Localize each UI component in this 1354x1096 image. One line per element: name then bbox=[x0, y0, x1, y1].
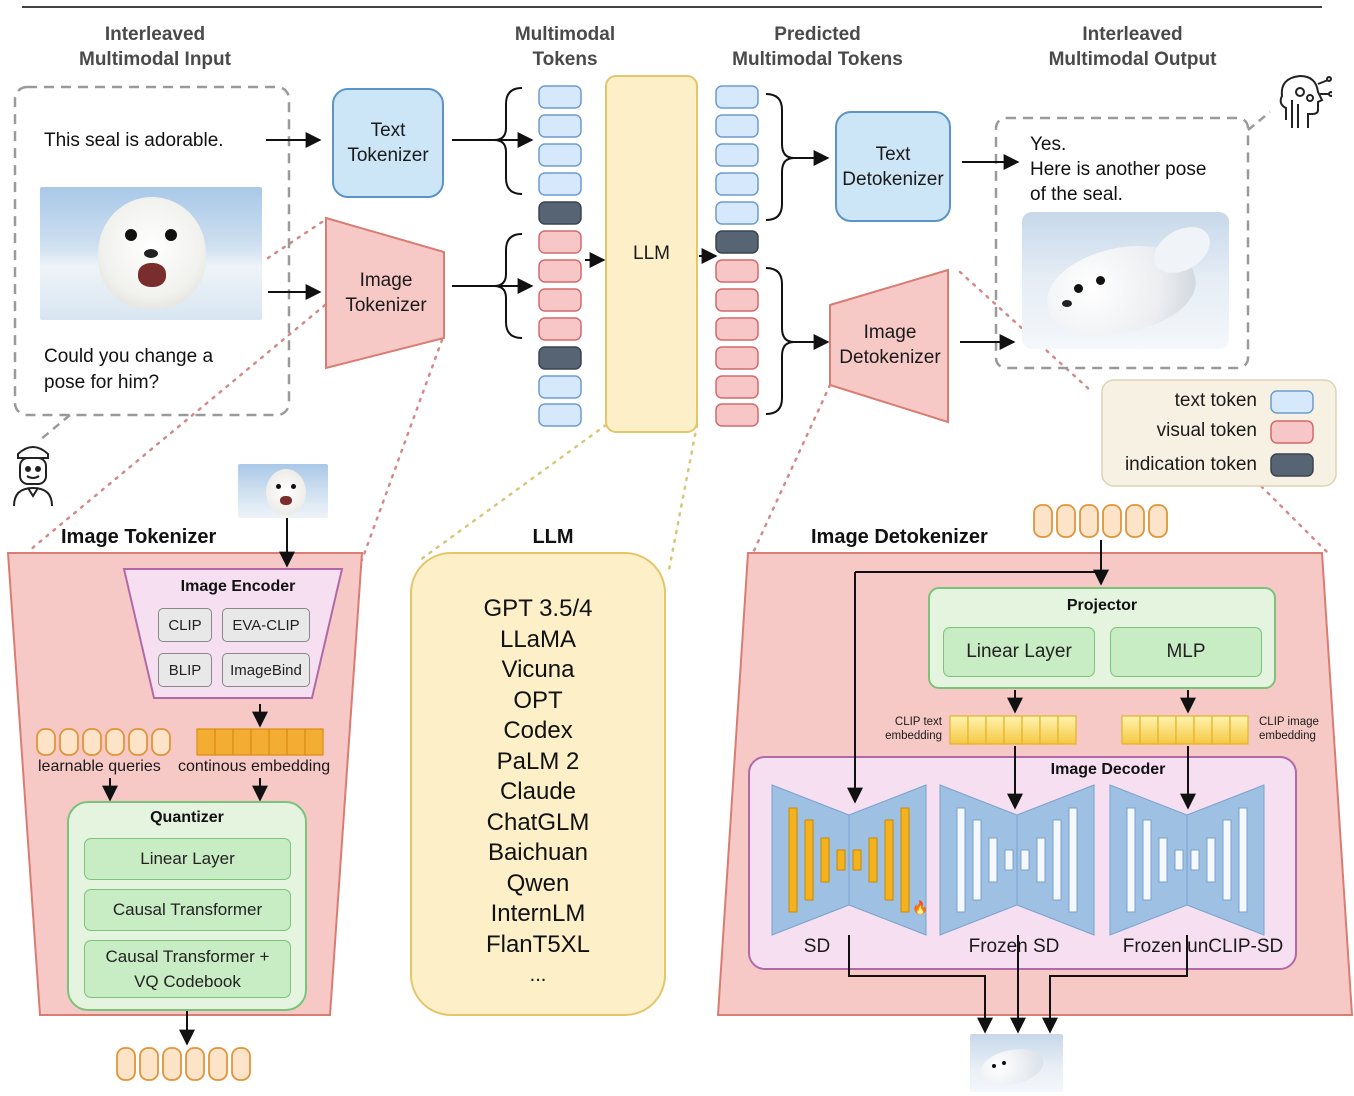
input-seal-photo bbox=[40, 187, 262, 320]
text-detokenizer-label: Text Detokenizer bbox=[842, 143, 944, 190]
llm-model-vicuna: Vicuna bbox=[501, 656, 575, 683]
discrete-output-tokens bbox=[116, 1047, 251, 1081]
llm-detail-box bbox=[410, 552, 666, 1016]
image-tokenizer-shape bbox=[325, 216, 445, 370]
legend-label-text: text token bbox=[1174, 390, 1257, 411]
user-icon bbox=[8, 438, 58, 508]
encoder-eva-clip: EVA-CLIP bbox=[222, 608, 310, 642]
llm-model-gpt: GPT 3.5/4 bbox=[483, 595, 593, 622]
detokenizer-output-thumbnail bbox=[970, 1034, 1063, 1092]
projector-title: Projector bbox=[1066, 597, 1138, 614]
legend-swatch-visual bbox=[1270, 420, 1314, 444]
output-text: Yes. Here is another pose of the seal. bbox=[1030, 134, 1207, 205]
top-arrows bbox=[266, 132, 1020, 350]
quantizer-linear-layer: Linear Layer bbox=[84, 838, 291, 880]
unet-frozen-unclip-sd bbox=[1109, 784, 1265, 936]
output-dashed-box bbox=[994, 116, 1250, 370]
legend-label-indication: indication token bbox=[1124, 454, 1257, 475]
quantizer-title: Quantizer bbox=[150, 809, 224, 826]
learnable-queries-label: learnable queries bbox=[38, 758, 161, 775]
tokenizer-seal-thumbnail bbox=[238, 464, 328, 518]
header-predicted: Predicted Multimodal Tokens bbox=[732, 24, 903, 70]
image-decoder-title: Image Decoder bbox=[1050, 761, 1166, 778]
unet-frozen-sd bbox=[939, 784, 1095, 936]
text-detokenizer-box: Text Detokenizer bbox=[835, 111, 951, 222]
llm-label: LLM bbox=[633, 243, 670, 264]
decoder-frozen-sd-label: Frozen SD bbox=[968, 936, 1060, 957]
encoder-blip: BLIP bbox=[158, 653, 212, 687]
llm-model-codex: Codex bbox=[503, 717, 573, 744]
llm-model-claude: Claude bbox=[499, 778, 577, 805]
llm-model-qwen: Qwen bbox=[506, 869, 570, 897]
legend-swatch-text bbox=[1270, 390, 1314, 414]
image-tokenizer-title: Image Tokenizer bbox=[61, 526, 217, 548]
top-rule bbox=[22, 6, 1322, 8]
llm-model-list: GPT 3.5/4 LLaMA Vicuna OPT Codex PaLM 2 … bbox=[411, 594, 665, 991]
llm-model-internlm: InternLM bbox=[490, 900, 586, 927]
robot-head-icon bbox=[1276, 70, 1334, 132]
image-detokenizer-label: Image Detokenizer bbox=[839, 322, 941, 368]
legend-swatch-indication bbox=[1270, 453, 1314, 477]
input-text-1: This seal is adorable. bbox=[44, 130, 224, 151]
continuous-embedding-label: continous embedding bbox=[178, 758, 331, 775]
decoder-frozen-unclip-sd-label: Frozen unCLIP-SD bbox=[1122, 936, 1284, 957]
quantizer-causal-transformer-vq: Causal Transformer + VQ Codebook bbox=[84, 940, 291, 998]
output-token-column bbox=[715, 85, 759, 427]
legend-label-visual: visual token bbox=[1156, 420, 1257, 441]
llm-box bbox=[605, 75, 698, 433]
clip-text-embedding bbox=[949, 715, 1077, 745]
left-braces bbox=[493, 87, 523, 339]
llm-model-flant5xl: FlanT5XL bbox=[485, 930, 591, 958]
llm-model-ellipsis: ... bbox=[529, 964, 547, 986]
dotted-connectors-llm bbox=[418, 423, 699, 577]
image-encoder-title: Image Encoder bbox=[180, 578, 296, 595]
llm-model-llama: LLaMA bbox=[499, 625, 577, 653]
llm-detail-title: LLM bbox=[532, 526, 574, 548]
quantizer-causal-transformer: Causal Transformer bbox=[84, 889, 291, 931]
header-input: Interleaved Multimodal Input bbox=[79, 24, 231, 70]
header-output: Interleaved Multimodal Output bbox=[1048, 24, 1217, 70]
detok-input-tokens bbox=[1033, 504, 1168, 538]
projector-mlp: MLP bbox=[1110, 627, 1262, 677]
text-tokenizer-label: Text Tokenizer bbox=[347, 120, 429, 166]
svg-text:🔥: 🔥 bbox=[912, 900, 928, 915]
detok-arrows bbox=[847, 540, 1196, 1034]
unet-sd: 🔥 bbox=[771, 784, 928, 936]
image-detokenizer-shape bbox=[829, 268, 949, 424]
decoder-sd-label: SD bbox=[803, 936, 831, 957]
image-tokenizer-label: Image Tokenizer bbox=[345, 270, 427, 316]
clip-image-embedding bbox=[1121, 715, 1249, 745]
input-token-column bbox=[538, 85, 582, 427]
llm-model-chatglm: ChatGLM bbox=[486, 808, 590, 836]
projector-linear-layer: Linear Layer bbox=[943, 627, 1095, 677]
input-dashed-box bbox=[13, 85, 291, 417]
image-detokenizer-title: Image Detokenizer bbox=[811, 526, 988, 548]
continuous-embedding-bar bbox=[196, 728, 324, 756]
learnable-query-tokens bbox=[36, 728, 171, 756]
clip-image-embedding-label: CLIP image embedding bbox=[1259, 716, 1319, 742]
encoder-clip: CLIP bbox=[158, 608, 212, 642]
clip-text-embedding-label: CLIP text embedding bbox=[885, 716, 942, 742]
encoder-imagebind: ImageBind bbox=[222, 653, 310, 687]
right-braces bbox=[765, 93, 818, 415]
output-seal-photo bbox=[1022, 212, 1229, 349]
input-text-2: Could you change a pose for him? bbox=[44, 346, 214, 393]
llm-model-baichuan: Baichuan bbox=[487, 839, 589, 866]
header-tokens: Multimodal Tokens bbox=[514, 24, 616, 70]
text-tokenizer-box: Text Tokenizer bbox=[332, 88, 444, 198]
llm-model-palm2: PaLM 2 bbox=[496, 747, 580, 775]
llm-model-opt: OPT bbox=[513, 686, 563, 714]
dotted-connectors bbox=[28, 220, 1332, 562]
